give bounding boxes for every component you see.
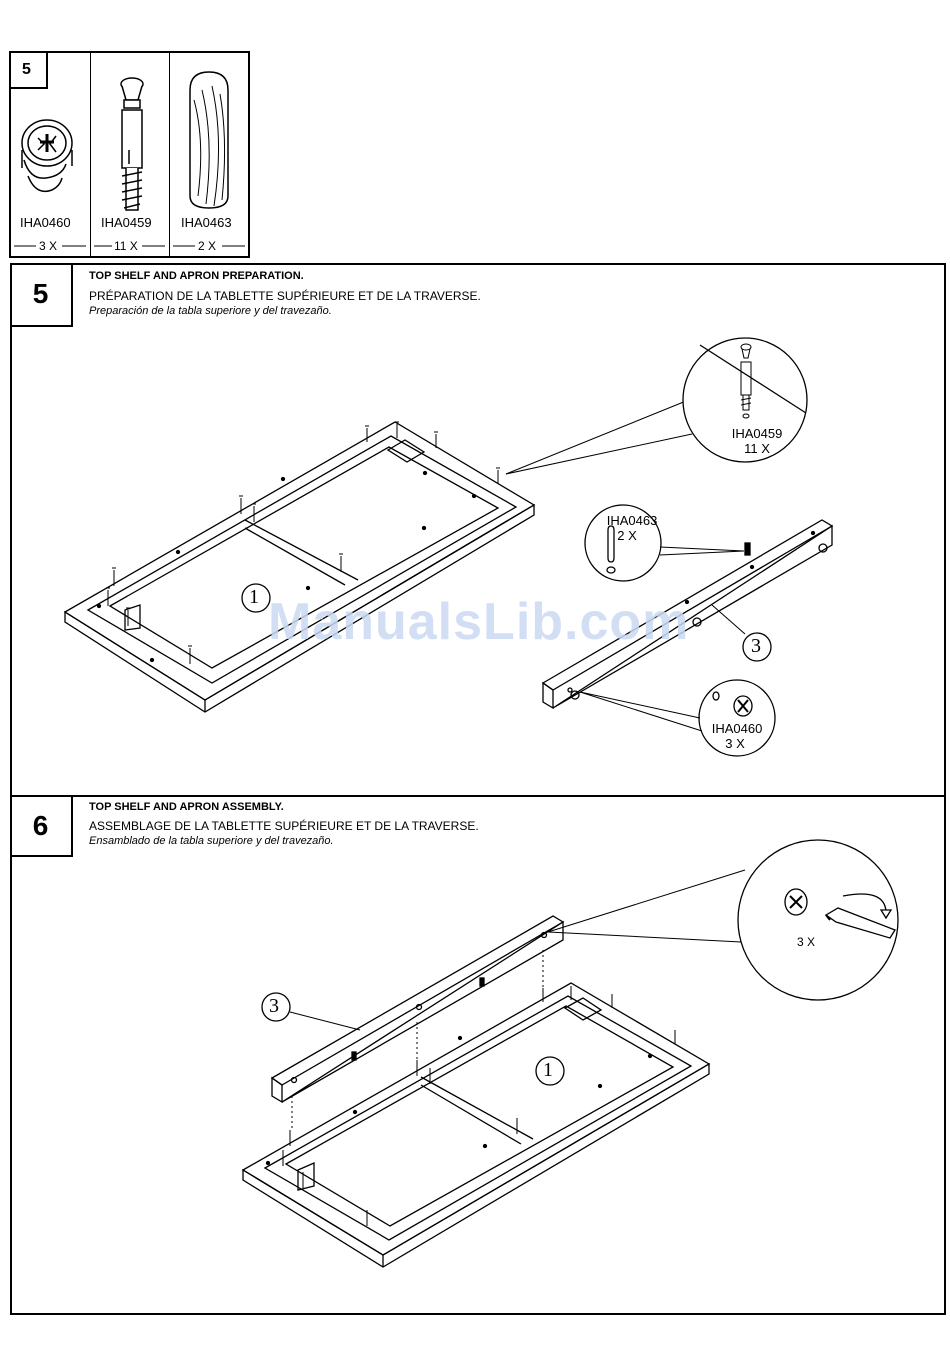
hardware-qty-iha0459: 11 X <box>114 239 138 253</box>
step6-label-apron: 3 <box>269 995 279 1017</box>
hardware-divider-1 <box>90 51 91 258</box>
step5-title-en: TOP SHELF AND APRON PREPARATION. <box>89 270 304 282</box>
step5-title-es: Preparación de la tabla superiore y del … <box>89 305 332 317</box>
step5-dowel-qty: 2 X <box>617 528 637 543</box>
step5-number: 5 <box>10 263 73 327</box>
step6-title-fr: ASSEMBLAGE DE LA TABLETTE SUPÉRIEURE ET … <box>89 819 479 833</box>
hardware-code-iha0459: IHA0459 <box>101 215 152 230</box>
step5-title-fr: PRÉPARATION DE LA TABLETTE SUPÉRIEURE ET… <box>89 289 481 303</box>
hardware-code-iha0460: IHA0460 <box>20 215 71 230</box>
step6-title-en: TOP SHELF AND APRON ASSEMBLY. <box>89 801 284 813</box>
step6-panel <box>10 795 946 1315</box>
hardware-box <box>9 51 250 258</box>
watermark: ManualsLib.com <box>268 593 690 651</box>
step5-bolt-code: IHA0459 <box>731 426 783 441</box>
step5-label-apron: 3 <box>751 635 761 657</box>
hardware-step-number: 5 <box>22 61 31 78</box>
hardware-qty-iha0460: 3 X <box>39 239 58 253</box>
step6-title-es: Ensamblado de la tabla superiore y del t… <box>89 835 334 847</box>
hardware-step-box <box>9 51 48 89</box>
step5-cam-qty: 3 X <box>725 736 745 751</box>
step5-panel <box>10 263 946 797</box>
step6-callout-qty: 3 X <box>797 935 816 949</box>
step5-cam-code: IHA0460 <box>711 721 763 736</box>
hardware-divider-2 <box>169 51 170 258</box>
hardware-qty-iha0463: 2 X <box>198 239 217 253</box>
step6-number: 6 <box>10 795 73 857</box>
hardware-code-iha0463: IHA0463 <box>181 215 232 230</box>
step5-label-top-shelf: 1 <box>249 586 259 608</box>
step5-dowel-code: IHA0463 <box>606 513 658 528</box>
step5-bolt-qty: 11 X <box>744 441 770 456</box>
step6-label-top-shelf: 1 <box>543 1059 553 1081</box>
